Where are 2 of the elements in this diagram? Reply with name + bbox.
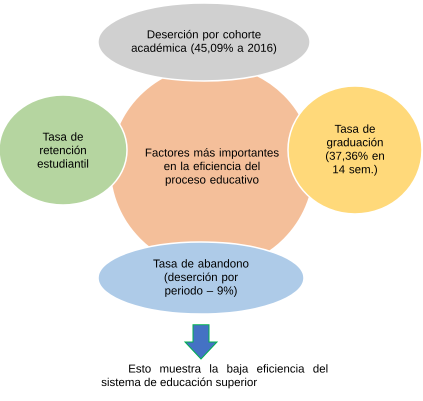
- conclusion-text: Esto muestra la baja eficiencia del sistema de educación superior: [102, 364, 328, 388]
- block-arrow: [184, 324, 218, 360]
